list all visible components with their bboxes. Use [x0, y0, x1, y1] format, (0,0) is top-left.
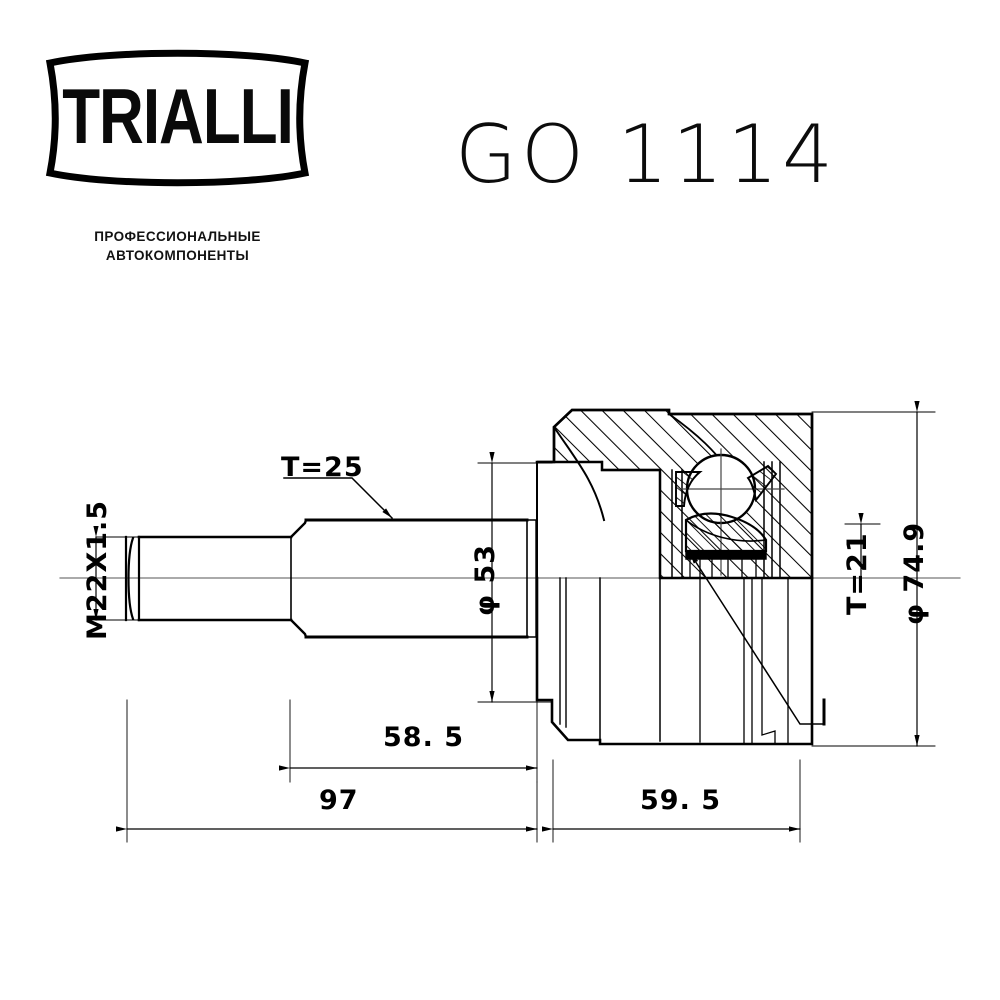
tagline-line-1: ПРОФЕССИОНАЛЬНЫЕ [94, 229, 261, 244]
dimension-lines [93, 401, 936, 843]
label-boot-diameter: φ 53 [470, 543, 501, 616]
thread-cap [124, 535, 135, 622]
leader-t21 [688, 551, 825, 725]
label-thread-spec: M22X1.5 [82, 499, 113, 640]
label-shaft-length: 58. 5 [383, 722, 465, 753]
outer-race-section [537, 408, 814, 580]
part-number: GO 1114 [455, 108, 837, 201]
shield-badge-icon [45, 49, 310, 187]
brand-tagline: ПРОФЕССИОНАЛЬНЫЕ АВТОКОМПОНЕНТЫ [40, 227, 315, 265]
label-joint-length: 59. 5 [640, 785, 722, 816]
cv-joint-outer-race [535, 408, 814, 746]
cv-joint-internals [671, 448, 785, 579]
inner-race-face [685, 550, 767, 560]
label-inner-spline: T=21 [842, 532, 873, 615]
tagline-line-2: АВТОКОМПОНЕНТЫ [105, 248, 250, 263]
cage-segment-right [746, 464, 778, 503]
label-total-length: 97 [319, 785, 359, 816]
label-outer-spline: T=25 [281, 452, 364, 483]
cage-segment-left [675, 471, 703, 507]
outer-race-outline [535, 576, 814, 746]
label-body-diameter: φ 74.9 [899, 521, 930, 625]
shaft-shank [137, 535, 293, 622]
leader-t25 [283, 477, 394, 520]
